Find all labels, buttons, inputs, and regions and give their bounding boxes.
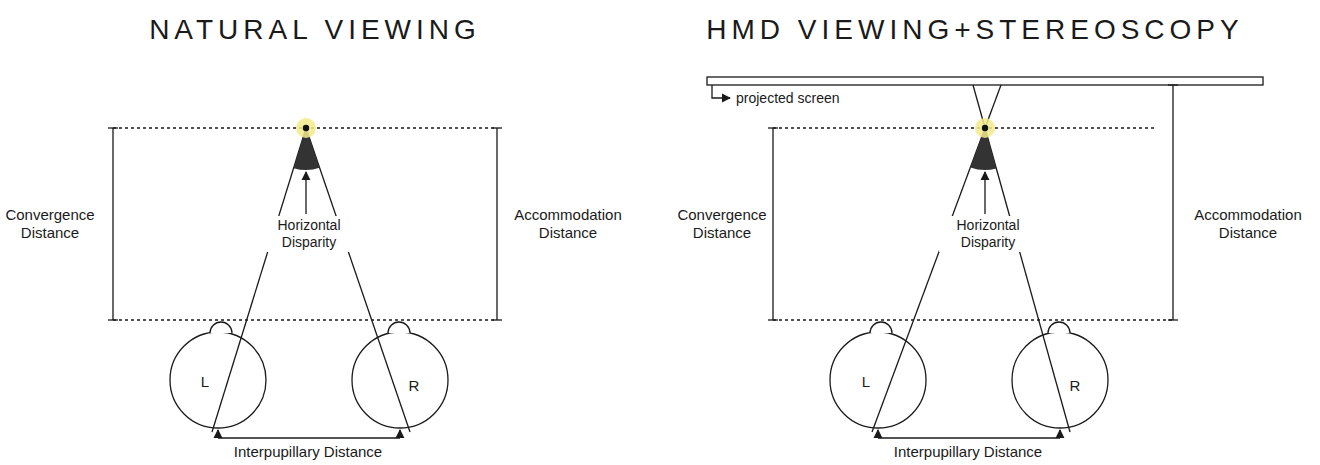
eye-letter: R [1065, 377, 1085, 395]
pointer-arrow [984, 172, 985, 214]
focus-glow [975, 118, 995, 138]
sight-line [306, 128, 410, 432]
cornea [388, 322, 410, 333]
right-eye [1012, 332, 1108, 428]
dashed-guide [773, 127, 1155, 128]
dimension-label: Interpupillary Distance [198, 443, 418, 461]
projected-screen [707, 77, 1263, 85]
left-eye [830, 332, 926, 428]
dimension-label: Accommodation Distance [506, 206, 630, 242]
panel-title: NATURAL VIEWING [15, 13, 615, 47]
sight-line [973, 85, 1070, 432]
right-eye [352, 332, 448, 428]
dimension-label: Interpupillary Distance [858, 443, 1078, 461]
dimension-label: Accommodation Distance [1186, 206, 1310, 242]
convergence-bracket [112, 128, 113, 320]
ipd-bracket [218, 437, 400, 438]
convergence-bracket [772, 128, 773, 320]
eye-letter: L [856, 373, 876, 391]
sight-line [872, 85, 1001, 432]
cornea [870, 322, 892, 333]
panel-title: HMD VIEWING+STEREOSCOPY [655, 13, 1295, 47]
disparity-label: Horizontal Disparity [260, 216, 358, 252]
sight-line [212, 128, 306, 432]
accommodation-bracket [1172, 85, 1173, 320]
pointer-arrow [305, 172, 306, 214]
focus-point [303, 125, 309, 131]
ipd-bracket [878, 437, 1060, 438]
focus-point [982, 125, 988, 131]
cornea [210, 322, 232, 333]
dashed-guide [113, 319, 497, 320]
dimension-label: Convergence Distance [2, 206, 98, 242]
dashed-guide [773, 319, 1173, 320]
focus-glow [296, 118, 316, 138]
pointer-arrow [712, 85, 730, 98]
dimension-label: Convergence Distance [674, 206, 770, 242]
screen-label: projected screen [736, 90, 896, 107]
disparity-label: Horizontal Disparity [939, 216, 1037, 252]
eye-letter: R [404, 377, 424, 395]
eye-letter: L [195, 373, 215, 391]
cornea [1048, 322, 1070, 333]
accommodation-bracket [496, 128, 497, 320]
